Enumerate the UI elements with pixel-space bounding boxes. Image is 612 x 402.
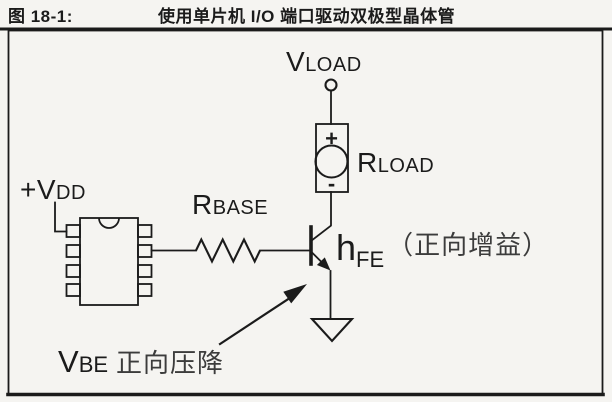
vbe-annotation: VBE 正向压降 bbox=[58, 284, 307, 379]
rload-plus-sign: + bbox=[325, 126, 338, 151]
chip-pin bbox=[65, 224, 81, 238]
terminal-circle-icon bbox=[324, 78, 338, 92]
resistor-zigzag-icon bbox=[195, 237, 261, 264]
hfe-note: （正向增益） bbox=[387, 231, 549, 260]
vload-terminal: VLOAD bbox=[286, 46, 362, 125]
hfe-sub: FE bbox=[356, 247, 384, 272]
rbase-resistor: RBASE bbox=[192, 189, 311, 264]
rload-circle-icon bbox=[314, 144, 349, 179]
vdd-sub: DD bbox=[56, 182, 86, 204]
figure-header: 图 18-1: 使用单片机 I/O 端口驱动双极型晶体管 bbox=[0, 6, 612, 31]
rload-minus-sign: - bbox=[328, 171, 335, 196]
rload-label: RLOAD bbox=[357, 147, 434, 178]
chip-pin bbox=[137, 224, 153, 238]
chip-pin bbox=[65, 283, 81, 297]
chip-pin bbox=[137, 264, 153, 278]
vload-main: V bbox=[286, 46, 305, 77]
rload-main: R bbox=[357, 147, 378, 178]
annotation-arrow-shaft bbox=[218, 295, 293, 346]
chip-notch-icon bbox=[98, 217, 120, 229]
rbase-sub: BASE bbox=[213, 197, 268, 219]
figure-title: 使用单片机 I/O 端口驱动双极型晶体管 bbox=[157, 6, 455, 26]
vbe-main: V bbox=[58, 344, 79, 379]
vload-label: VLOAD bbox=[286, 46, 362, 77]
npn-transistor: hFE（正向增益） bbox=[309, 224, 549, 320]
title-underline bbox=[0, 27, 612, 31]
annotation-arrow-head-icon bbox=[283, 284, 307, 304]
transistor-emitter bbox=[309, 250, 324, 265]
chip-body bbox=[79, 217, 139, 306]
vbe-sub: BE bbox=[79, 352, 108, 377]
hfe-label: hFE（正向增益） bbox=[336, 227, 549, 272]
vbe-label: VBE 正向压降 bbox=[58, 344, 224, 379]
emitter-arrow-icon bbox=[316, 257, 331, 271]
ground-symbol-icon bbox=[309, 317, 355, 343]
rbase-label: RBASE bbox=[192, 189, 268, 220]
rbase-main: R bbox=[192, 189, 213, 220]
figure-label: 图 18-1: bbox=[8, 7, 73, 26]
mcu-chip: +VDD bbox=[20, 174, 197, 306]
rload-sub: LOAD bbox=[378, 155, 434, 177]
chip-pin bbox=[137, 283, 153, 297]
vdd-main: +V bbox=[20, 174, 56, 205]
chip-pin bbox=[65, 244, 81, 258]
wire-vdd-pin bbox=[54, 201, 68, 233]
rload-symbol: + - RLOAD bbox=[314, 123, 434, 226]
diagram-border bbox=[7, 29, 604, 396]
vdd-label: +VDD bbox=[20, 174, 86, 205]
hfe-main: h bbox=[336, 227, 356, 268]
vbe-note: 正向压降 bbox=[116, 349, 224, 378]
chip-pin bbox=[137, 244, 153, 258]
transistor-collector bbox=[309, 224, 332, 243]
chip-pin bbox=[65, 264, 81, 278]
vload-sub: LOAD bbox=[305, 54, 361, 76]
